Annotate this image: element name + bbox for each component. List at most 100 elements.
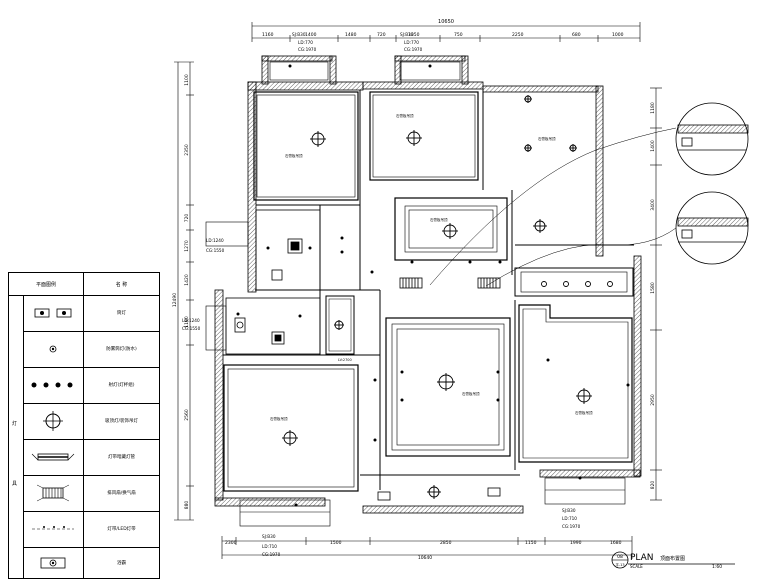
title-block: 08 平-13 PLAN SCALE 顶面布置图 1:60 [611, 551, 735, 570]
legend-row: 浴霸 [23, 547, 159, 579]
legend-row: 灯带暗藏灯管 [23, 439, 159, 476]
legend-side: 灯 具 [9, 295, 24, 578]
legend-row-label: 防雾筒灯(防水) [106, 347, 137, 352]
right-dimensions [650, 87, 662, 501]
svg-text:1420: 1420 [184, 274, 190, 286]
legend-row: 防雾筒灯(防水) [23, 331, 159, 368]
top-segment-labels: 1160 1400 1480 720 1350 750 2250 680 100… [262, 32, 624, 38]
left-segment-labels: 1100 2350 720 1270 1420 1180 2560 880 [184, 74, 190, 509]
legend-header-name: 名 称 [115, 281, 128, 288]
legend-row-label: 吸顶灯/装饰吊灯 [104, 419, 138, 424]
svg-text:1400: 1400 [305, 32, 317, 38]
top-total-dim: 10650 [438, 19, 454, 25]
svg-text:石膏板吊顶: 石膏板吊顶 [575, 410, 593, 415]
bath-fixtures [234, 238, 303, 345]
svg-text:2250: 2250 [512, 32, 524, 38]
svg-text:1180: 1180 [650, 102, 656, 114]
window-frames [205, 61, 626, 527]
svg-text:SJ:B30: SJ:B30 [262, 534, 276, 539]
svg-text:石膏板吊顶: 石膏板吊顶 [270, 416, 288, 421]
svg-text:1500: 1500 [330, 540, 342, 546]
svg-text:石膏板吊顶: 石膏板吊顶 [396, 113, 414, 118]
exterior-walls [214, 55, 642, 514]
svg-text:1580: 1580 [650, 282, 656, 294]
downlight-symbol-icon [23, 295, 84, 331]
legend-row-label: 射灯(灯杯组) [108, 383, 135, 388]
drawing-title: 顶面布置图 [660, 555, 685, 562]
svg-text:750: 750 [454, 32, 463, 38]
drawing-number: 08 [617, 554, 623, 560]
svg-text:LD:770: LD:770 [298, 40, 313, 45]
svg-text:1000: 1000 [612, 32, 624, 38]
legend-side-bottom: 具 [12, 481, 18, 487]
light-strip-tube-icon [23, 439, 84, 475]
svg-text:LD:770: LD:770 [404, 40, 419, 45]
led-strip-icon [23, 511, 84, 547]
svg-text:LD:710: LD:710 [562, 516, 577, 521]
legend-row: 射灯(灯杯组) [23, 367, 159, 404]
svg-text:820: 820 [650, 481, 656, 490]
svg-text:2350: 2350 [184, 144, 190, 156]
legend-row-label: 灯带/LED灯带 [107, 527, 136, 532]
svg-text:CG:1970: CG:1970 [404, 47, 423, 52]
scale-label: SCALE [630, 564, 643, 569]
svg-text:SJ:B30: SJ:B30 [292, 32, 306, 37]
plan-label: PLAN [630, 553, 654, 563]
room-ceilings [223, 91, 634, 492]
bath-heater-icon [23, 547, 84, 579]
svg-text:2560: 2560 [184, 409, 190, 421]
downlights [236, 64, 630, 507]
spotlight-icon [23, 367, 84, 403]
svg-text:1150: 1150 [525, 540, 537, 546]
svg-text:LD:710: LD:710 [262, 544, 277, 549]
svg-text:LD:1240: LD:1240 [182, 318, 200, 323]
svg-text:CG:1970: CG:1970 [262, 552, 281, 557]
left-dimensions [174, 61, 194, 521]
ceiling-lamp-icon [23, 403, 84, 439]
legend-row-label: 筒灯 [117, 311, 126, 316]
bottom-segment-labels: 2300 1500 2850 1150 1990 1680 [225, 540, 622, 546]
legend-row: 筒灯 [23, 295, 159, 332]
sheet-number: 平-13 [615, 563, 624, 567]
legend-row: 排风扇/换气扇 [23, 475, 159, 512]
scale-value: 1:60 [712, 564, 722, 570]
svg-text:1180: 1180 [184, 316, 190, 328]
svg-text:石膏板吊顶: 石膏板吊顶 [538, 136, 556, 141]
svg-text:1100: 1100 [184, 74, 190, 86]
vent-grilles [377, 277, 501, 501]
window-notes: SJ:B30 LD:770 CG:1970 SJ:B30 LD:770 CG:1… [182, 32, 581, 557]
moistureproof-downlight-icon [23, 331, 84, 367]
svg-text:1480: 1480 [345, 32, 357, 38]
svg-text:石膏板吊顶: 石膏板吊顶 [430, 217, 448, 222]
svg-text:1350: 1350 [408, 32, 420, 38]
legend-header-symbol: 平面图例 [9, 273, 84, 295]
svg-text:石膏板吊顶: 石膏板吊顶 [285, 153, 303, 158]
svg-text:SJ:B30: SJ:B30 [562, 508, 576, 513]
legend-row-label: 浴霸 [117, 561, 126, 566]
svg-text:720: 720 [184, 214, 190, 223]
bottom-total-dim: 10640 [418, 555, 432, 561]
ceiling-lights [282, 95, 613, 499]
svg-text:1990: 1990 [570, 540, 582, 546]
legend-row: 吸顶灯/装饰吊灯 [23, 403, 159, 440]
legend-row-label: 排风扇/换气扇 [107, 491, 136, 496]
svg-text:1270: 1270 [184, 240, 190, 252]
detail-callout-1 [675, 102, 749, 176]
svg-text:880: 880 [184, 501, 190, 510]
wiring [429, 127, 677, 287]
svg-text:1400: 1400 [650, 140, 656, 152]
svg-text:CG:1550: CG:1550 [206, 248, 225, 253]
legend-row-label: 灯带暗藏灯管 [108, 455, 135, 460]
svg-text:1680: 1680 [610, 540, 622, 546]
svg-text:CG:1550: CG:1550 [182, 326, 201, 331]
svg-text:CG:1970: CG:1970 [298, 47, 317, 52]
svg-text:SJ:B30: SJ:B30 [400, 32, 414, 37]
svg-text:LD:1240: LD:1240 [206, 238, 224, 243]
svg-text:CG:1970: CG:1970 [562, 524, 581, 529]
svg-text:680: 680 [572, 32, 581, 38]
detail-callout-2 [675, 191, 749, 265]
svg-text:2300: 2300 [225, 540, 237, 546]
exhaust-fan-icon [23, 475, 84, 511]
right-segment-labels: 1180 1400 3400 1580 2950 820 [650, 102, 656, 489]
